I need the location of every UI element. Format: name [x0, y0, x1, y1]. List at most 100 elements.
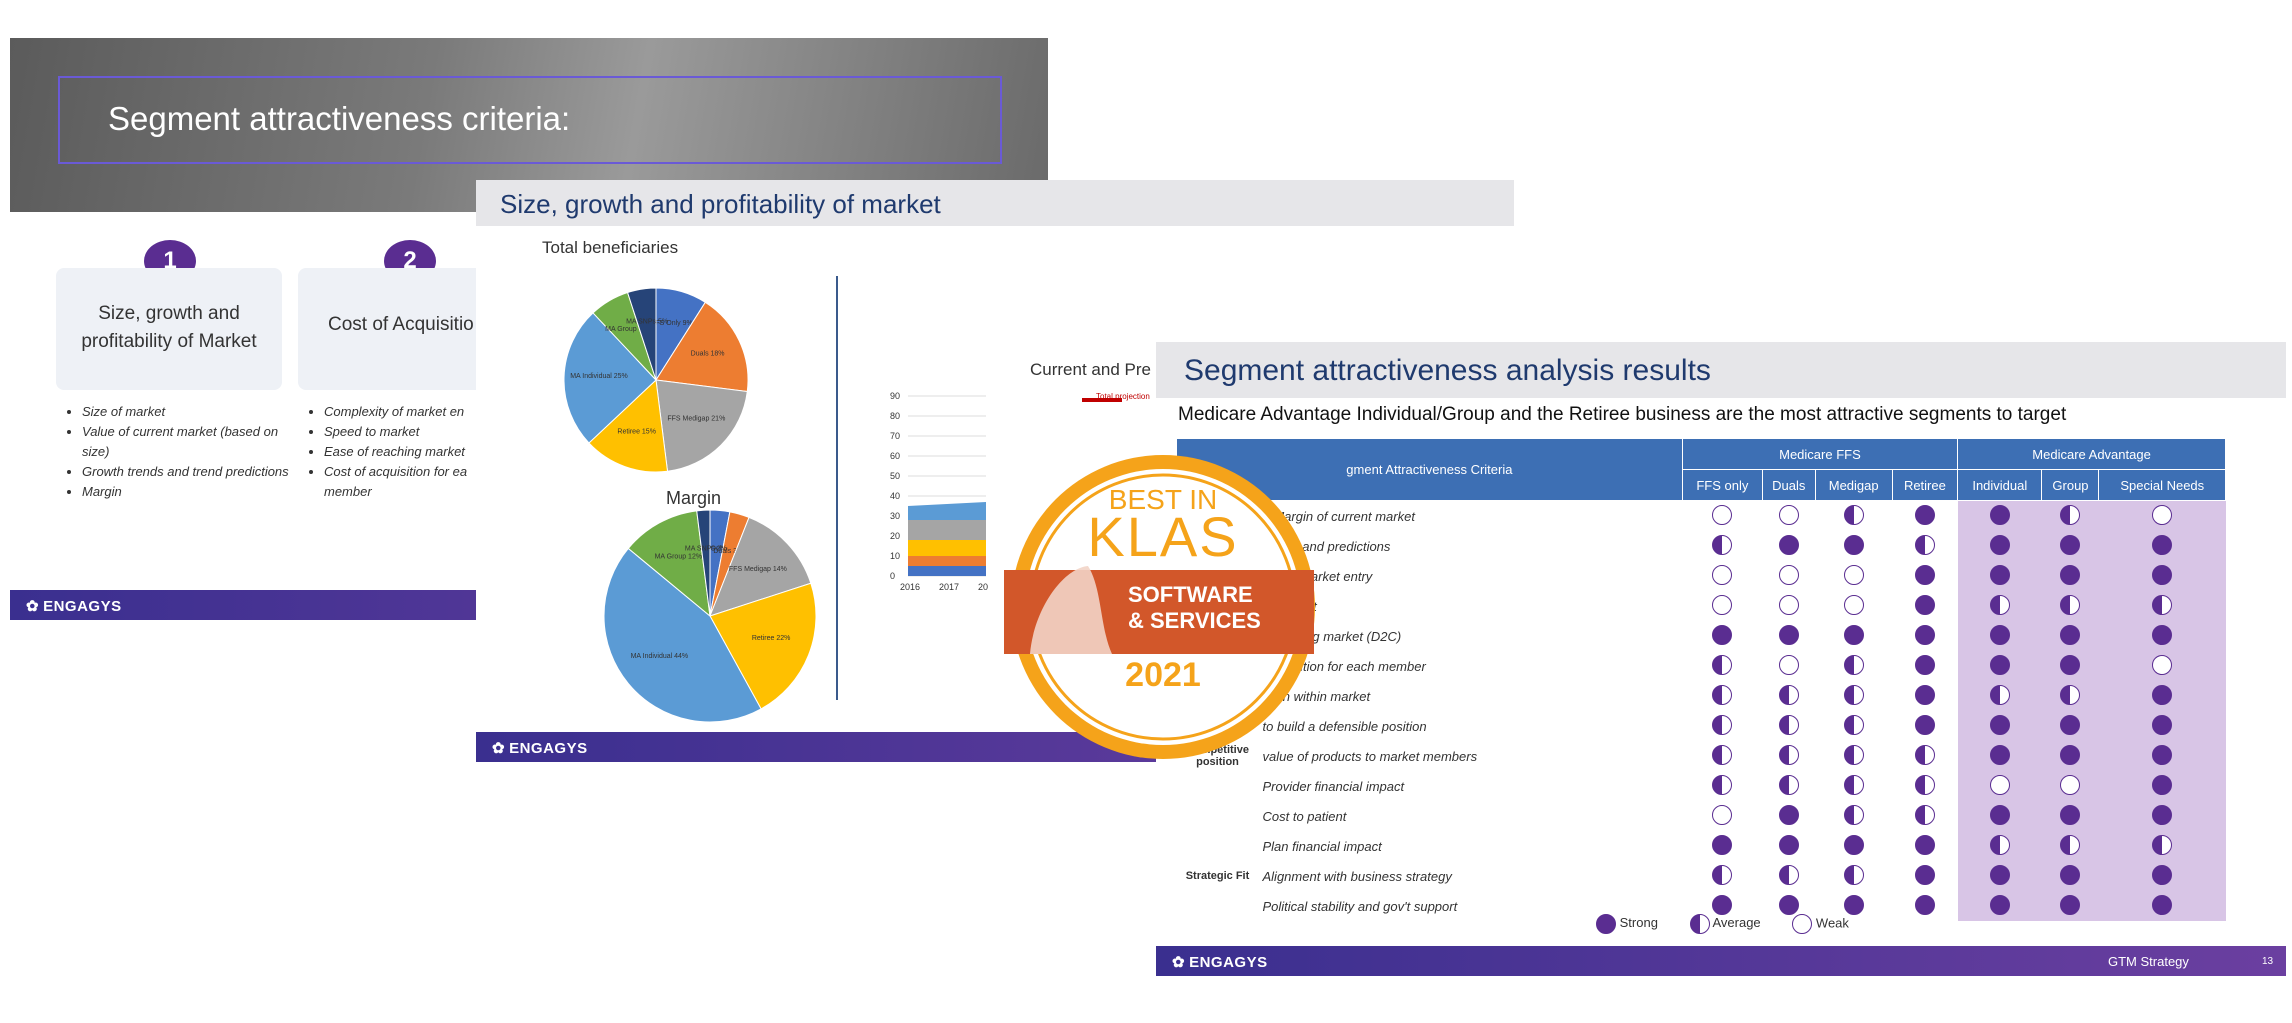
- title-frame: [58, 76, 1002, 164]
- rating-cell: [1957, 711, 2042, 741]
- y-tick-label: 50: [890, 471, 900, 481]
- rating-cell: [2098, 891, 2226, 921]
- rating-cell: [1892, 891, 1957, 921]
- pie-chart-total-beneficiaries: FFS Only 9%Duals 18%FFS Medigap 21%Retir…: [563, 287, 749, 473]
- table-row: Plan financial impact: [1177, 831, 2226, 861]
- strong-legend-icon: [1596, 914, 1616, 934]
- rating-cell: [1682, 501, 1762, 532]
- rating-cell: [1682, 741, 1762, 771]
- pie-slice-label: Duals 3%: [713, 548, 743, 555]
- footer-brand: ENGAGYS: [492, 739, 588, 757]
- divider: [836, 276, 838, 700]
- rating-cell: [1957, 561, 2042, 591]
- pie-slice: [655, 379, 748, 472]
- rating-cell: [1762, 531, 1815, 561]
- strong-rating-icon: [2060, 864, 2081, 885]
- average-rating-icon: [1778, 864, 1799, 885]
- rating-cell: [2041, 500, 2099, 531]
- rating-cell: [1815, 501, 1892, 532]
- rating-cell: [2041, 801, 2099, 831]
- pie-slice: [603, 547, 762, 723]
- rating-cell: [1682, 711, 1762, 741]
- average-rating-icon: [2060, 594, 2081, 615]
- strong-rating-icon: [2152, 774, 2173, 795]
- strong-rating-icon: [1914, 564, 1935, 585]
- criteria-list-2: Complexity of market en Speed to market …: [304, 402, 554, 502]
- pie-slice: [627, 510, 711, 618]
- rating-cell: [2041, 831, 2099, 861]
- rating-cell: [1762, 501, 1815, 532]
- rating-cell: [2098, 651, 2226, 681]
- average-rating-icon: [1843, 864, 1864, 885]
- rating-cell: [1957, 621, 2042, 651]
- weak-rating-icon: [1989, 774, 2010, 795]
- pie-slice-label: Duals 18%: [691, 351, 725, 358]
- y-tick-label: 10: [890, 551, 900, 561]
- rating-cell: [1762, 681, 1815, 711]
- pie-slice-label: MA SNPs 5%: [626, 319, 668, 326]
- weak-rating-icon: [1712, 804, 1733, 825]
- average-rating-icon: [1843, 774, 1864, 795]
- slide-title-bar: Size, growth and profitability of market: [476, 180, 1514, 226]
- y-tick-label: 70: [890, 431, 900, 441]
- rating-cell: [1957, 831, 2042, 861]
- strong-rating-icon: [1914, 654, 1935, 675]
- average-rating-icon: [1914, 744, 1935, 765]
- list-item: Cost of acquisition for ea: [324, 462, 554, 482]
- rating-cell: [2098, 771, 2226, 801]
- rating-cell: [2041, 621, 2099, 651]
- badge-klas: KLAS: [1087, 505, 1239, 568]
- average-rating-icon: [1712, 864, 1733, 885]
- badge-software: SOFTWARE: [1128, 582, 1253, 607]
- pie-slice-label: FFS Medigap 21%: [667, 415, 725, 422]
- strong-rating-icon: [1989, 864, 2010, 885]
- average-rating-icon: [2060, 504, 2081, 525]
- strong-rating-icon: [1778, 894, 1799, 915]
- rating-cell: [2098, 861, 2226, 891]
- rating-cell: [2041, 711, 2099, 741]
- criteria-card-1-label: Size, growth and profitability of Market: [81, 303, 257, 352]
- rating-cell: [1762, 651, 1815, 681]
- rating-cell: [1957, 801, 2042, 831]
- rating-cell: [1892, 711, 1957, 741]
- row-group-label: [1177, 891, 1259, 921]
- rating-cell: [1892, 591, 1957, 621]
- strong-rating-icon: [1778, 804, 1799, 825]
- rating-cell: [1682, 531, 1762, 561]
- rating-cell: [1957, 500, 2042, 531]
- weak-rating-icon: [1778, 564, 1799, 585]
- rating-cell: [1762, 561, 1815, 591]
- rating-cell: [2098, 801, 2226, 831]
- column-header: Group: [2041, 469, 2100, 501]
- pie-slice-label: FFS Medigap 14%: [729, 566, 787, 573]
- rating-cell: [1682, 621, 1762, 651]
- rating-cell: [1892, 801, 1957, 831]
- x-tick-label: 2016: [900, 582, 920, 592]
- area-chart-title: Current and Pre: [1030, 360, 1151, 379]
- area-legend-swatch: [1082, 398, 1122, 402]
- weak-rating-icon: [1778, 654, 1799, 675]
- row-group-label: [1177, 831, 1259, 861]
- rating-cell: [1957, 531, 2042, 561]
- list-item: Growth trends and trend predictions: [82, 462, 302, 482]
- rating-cell: [1892, 681, 1957, 711]
- slide-title: Segment attractiveness criteria:: [108, 100, 571, 137]
- rating-cell: [1815, 591, 1892, 621]
- pie-slice: [709, 582, 817, 710]
- pie-slice-label: FFS Only 9%: [651, 320, 693, 327]
- page-number: 13: [2262, 956, 2274, 967]
- rating-cell: [1892, 831, 1957, 861]
- strong-rating-icon: [1914, 864, 1935, 885]
- rating-cell: [2041, 651, 2099, 681]
- criterion-label: Political stability and gov't support: [1262, 898, 1458, 914]
- average-rating-icon: [1712, 684, 1733, 705]
- rating-cell: [1957, 861, 2042, 891]
- area-series: [908, 520, 986, 540]
- criterion-label: acquisition for each member: [1262, 658, 1426, 674]
- rating-cell: [1815, 771, 1892, 801]
- list-item: Margin: [82, 482, 302, 502]
- strong-rating-icon: [1712, 894, 1733, 915]
- rating-cell: [1762, 711, 1815, 741]
- average-rating-icon: [1843, 684, 1864, 705]
- pie-slice: [626, 287, 657, 381]
